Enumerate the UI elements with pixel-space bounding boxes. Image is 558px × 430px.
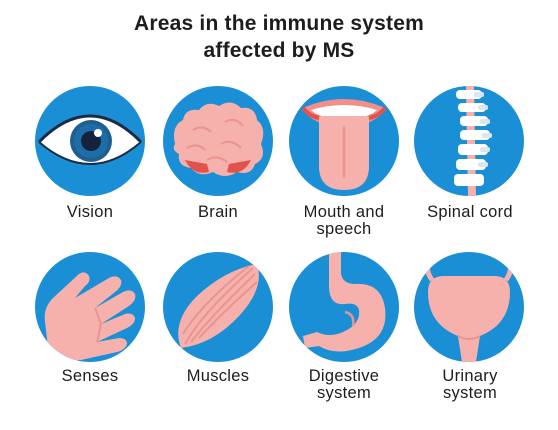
spine-icon bbox=[414, 86, 524, 196]
title-line-1: Areas in the immune system bbox=[134, 12, 424, 35]
brain-icon bbox=[163, 86, 273, 196]
title-line-2: affected by MS bbox=[203, 39, 355, 62]
mouth-icon bbox=[289, 86, 399, 196]
label-digestive-system: Digestive system bbox=[308, 367, 380, 402]
label-senses: Senses bbox=[61, 367, 119, 385]
page-title: Areas in the immune system affected by M… bbox=[0, 10, 558, 64]
stomach-icon bbox=[289, 252, 399, 362]
label-mouth-and-speech: Mouth and speech bbox=[303, 203, 385, 238]
hand-icon bbox=[35, 252, 145, 362]
bladder-icon bbox=[414, 252, 524, 362]
label-urinary-system: Urinary system bbox=[442, 367, 498, 402]
eye-icon bbox=[35, 86, 145, 196]
muscle-icon bbox=[163, 252, 273, 362]
label-vision: Vision bbox=[66, 203, 114, 221]
label-muscles: Muscles bbox=[186, 367, 250, 385]
label-spinal-cord: Spinal cord bbox=[427, 203, 513, 221]
label-brain: Brain bbox=[197, 203, 239, 221]
